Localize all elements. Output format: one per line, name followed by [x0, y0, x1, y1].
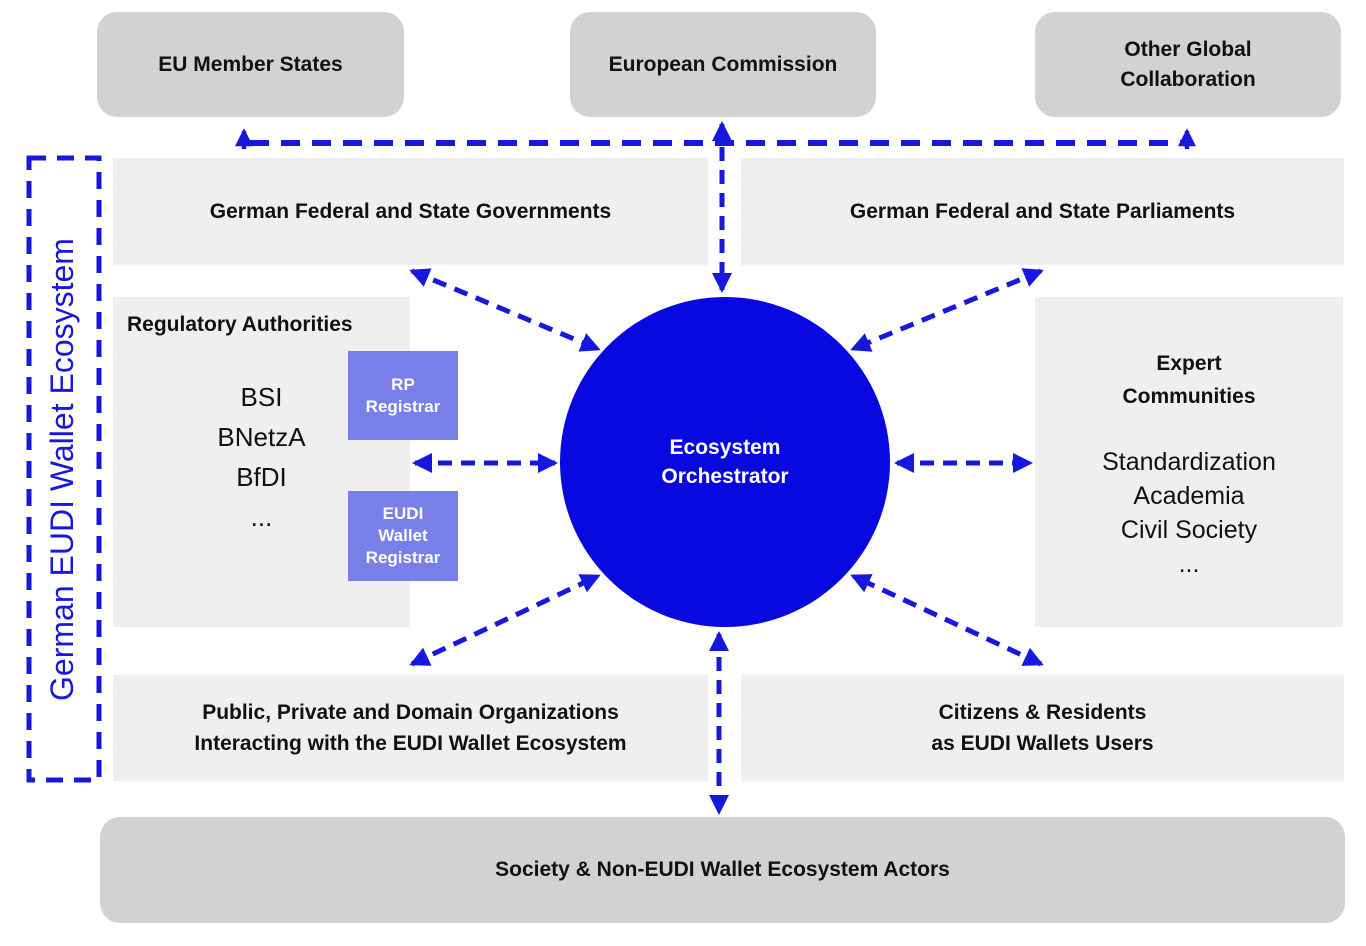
arrow-orchestrator-citizens	[850, 573, 1044, 667]
regulatory-authorities-list: BSI BNetzA BfDI ...	[217, 382, 306, 532]
node-expert-communities: Expert Communities Standardization Acade…	[1035, 297, 1343, 627]
node-public-private-domain-organizations: Public, Private and Domain Organizations…	[113, 675, 708, 781]
node-society-non-eudi-actors: Society & Non-EUDI Wallet Ecosystem Acto…	[100, 817, 1345, 923]
ecosystem-frame-label: German EUDI Wallet Ecosystem	[24, 156, 100, 782]
expert-communities-list: Standardization Academia Civil Society .…	[1102, 448, 1276, 578]
node-ecosystem-orchestrator: Ecosystem Orchestrator	[560, 297, 890, 627]
node-german-federal-state-governments: German Federal and State Governments	[113, 158, 708, 265]
arrow-orchestrator-governments	[409, 268, 601, 352]
expert-communities-title: Expert Communities	[1122, 352, 1256, 408]
arrow-orchestrator-organizations	[409, 573, 601, 667]
arrow-orchestrator-parliaments	[850, 268, 1044, 352]
node-eudi-wallet-registrar: EUDI Wallet Registrar	[348, 491, 458, 581]
ecosystem-frame-label-text: German EUDI Wallet Ecosystem	[43, 237, 80, 701]
regulatory-authorities-title: Regulatory Authorities	[127, 313, 353, 336]
ecosystem-frame-border	[26, 155, 102, 783]
node-eu-member-states: EU Member States	[97, 12, 404, 117]
node-german-federal-state-parliaments: German Federal and State Parliaments	[741, 158, 1344, 265]
node-citizens-residents-users: Citizens & Residents as EUDI Wallets Use…	[741, 675, 1344, 781]
node-other-global-collaboration: Other Global Collaboration	[1035, 12, 1341, 117]
node-european-commission: European Commission	[570, 12, 876, 117]
node-rp-registrar: RP Registrar	[348, 351, 458, 440]
